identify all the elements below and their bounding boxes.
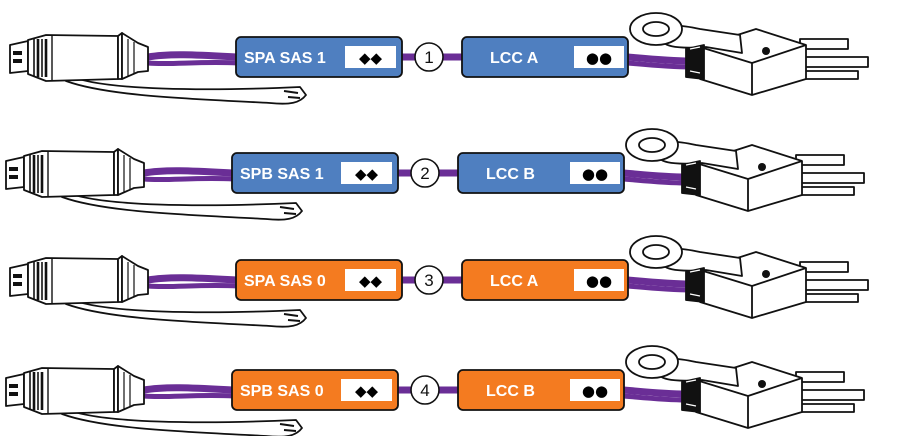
mini-sas-hd-connector-icon bbox=[5, 148, 303, 221]
cable-2: SPB SAS 1 ◆◆ 2 LCC B ●● bbox=[5, 128, 865, 221]
right-port-tag: LCC A ●● bbox=[461, 259, 629, 301]
left-port-tag-label: SPB SAS 1 bbox=[240, 166, 324, 183]
left-port-tag-label: SPA SAS 1 bbox=[244, 50, 326, 67]
cable-number: 1 bbox=[424, 48, 433, 67]
mini-sas-hd-connector-icon bbox=[9, 32, 307, 105]
mini-sas-pull-tab-connector-icon bbox=[629, 235, 869, 319]
left-port-tag: SPA SAS 0 ◆◆ bbox=[235, 259, 403, 301]
right-port-tag-label: LCC B bbox=[486, 166, 535, 183]
cable-number-badge: 4 bbox=[410, 375, 440, 405]
left-port-tag-marker: ◆◆ bbox=[355, 165, 379, 183]
right-port-tag-label: LCC B bbox=[486, 383, 535, 400]
mini-sas-pull-tab-connector-icon bbox=[625, 345, 865, 429]
cable-number: 2 bbox=[420, 164, 429, 183]
cable-1: SPA SAS 1 ◆◆ 1 LCC A ●● bbox=[9, 12, 869, 105]
left-port-tag-label: SPB SAS 0 bbox=[240, 383, 324, 400]
left-port-tag: SPA SAS 1 ◆◆ bbox=[235, 36, 403, 78]
left-port-tag-marker: ◆◆ bbox=[359, 49, 383, 67]
left-port-tag-marker: ◆◆ bbox=[355, 382, 379, 400]
right-port-tag: LCC B ●● bbox=[457, 369, 625, 411]
cable-3: SPA SAS 0 ◆◆ 3 LCC A ●● bbox=[9, 235, 869, 328]
right-port-tag: LCC A ●● bbox=[461, 36, 629, 78]
cable-number: 3 bbox=[424, 271, 433, 290]
cable-number-badge: 3 bbox=[414, 265, 444, 295]
mini-sas-hd-connector-icon bbox=[9, 255, 307, 328]
mini-sas-hd-connector-icon bbox=[5, 365, 303, 436]
right-port-tag-label: LCC A bbox=[490, 273, 539, 290]
right-port-tag: LCC B ●● bbox=[457, 152, 625, 194]
cable-4: SPB SAS 0 ◆◆ 4 LCC B ●● bbox=[5, 345, 865, 436]
cable-number-badge: 2 bbox=[410, 158, 440, 188]
right-port-tag-marker: ●● bbox=[582, 382, 608, 400]
right-port-tag-label: LCC A bbox=[490, 50, 539, 67]
left-port-tag: SPB SAS 0 ◆◆ bbox=[231, 369, 399, 411]
left-port-tag-label: SPA SAS 0 bbox=[244, 273, 326, 290]
right-port-tag-marker: ●● bbox=[586, 272, 612, 290]
right-port-tag-marker: ●● bbox=[582, 165, 608, 183]
left-port-tag-marker: ◆◆ bbox=[359, 272, 383, 290]
right-port-tag-marker: ●● bbox=[586, 49, 612, 67]
cable-wire bbox=[144, 274, 694, 293]
left-port-tag: SPB SAS 1 ◆◆ bbox=[231, 152, 399, 194]
cable-number: 4 bbox=[420, 381, 429, 400]
mini-sas-pull-tab-connector-icon bbox=[629, 12, 869, 96]
mini-sas-pull-tab-connector-icon bbox=[625, 128, 865, 212]
cable-number-badge: 1 bbox=[414, 42, 444, 72]
